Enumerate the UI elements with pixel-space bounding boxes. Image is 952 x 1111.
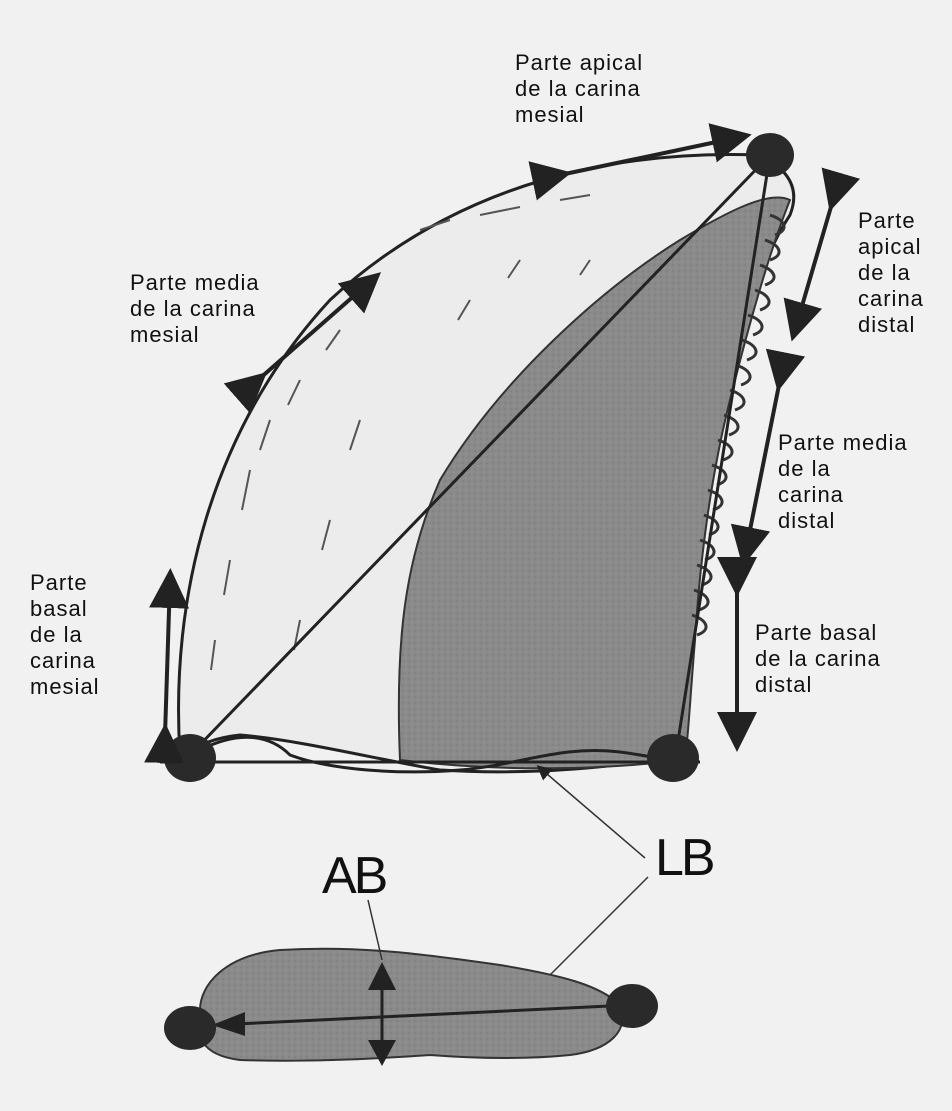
label-line: mesial bbox=[30, 674, 100, 700]
label-basal-mesial: Parte basal de la carina mesial bbox=[30, 570, 100, 700]
arrow-basal-mesial bbox=[165, 580, 170, 735]
label-line: de la bbox=[30, 622, 100, 648]
apex-node bbox=[746, 133, 794, 177]
label-line: mesial bbox=[515, 102, 643, 128]
label-line: Parte media bbox=[778, 430, 908, 456]
label-line: apical bbox=[858, 234, 924, 260]
distal-base-node bbox=[647, 734, 699, 782]
section-node-left bbox=[164, 1006, 216, 1050]
label-line: de la carina bbox=[130, 296, 260, 322]
label-line: de la carina bbox=[515, 76, 643, 102]
label-line: de la bbox=[778, 456, 908, 482]
label-line: mesial bbox=[130, 322, 260, 348]
label-line: de la carina bbox=[755, 646, 881, 672]
arrow-media-distal bbox=[745, 380, 780, 555]
label-lb: LB bbox=[655, 830, 713, 886]
label-line: de la bbox=[858, 260, 924, 286]
label-line: distal bbox=[755, 672, 881, 698]
label-ab: AB bbox=[322, 848, 385, 904]
label-line: distal bbox=[858, 312, 924, 338]
label-line: carina bbox=[858, 286, 924, 312]
label-line: carina bbox=[30, 648, 100, 674]
mesial-base-node bbox=[164, 734, 216, 782]
label-media-distal: Parte media de la carina distal bbox=[778, 430, 908, 534]
label-apical-mesial: Parte apical de la carina mesial bbox=[515, 50, 643, 128]
label-apical-distal: Parte apical de la carina distal bbox=[858, 208, 924, 338]
label-line: Parte bbox=[858, 208, 924, 234]
label-basal-distal: Parte basal de la carina distal bbox=[755, 620, 881, 698]
arrow-apical-distal bbox=[795, 200, 833, 330]
label-line: Parte bbox=[30, 570, 100, 596]
section-node-right bbox=[606, 984, 658, 1028]
label-line: distal bbox=[778, 508, 908, 534]
lb-pointer-upper bbox=[540, 768, 645, 858]
label-line: Parte media bbox=[130, 270, 260, 296]
label-line: basal bbox=[30, 596, 100, 622]
label-media-mesial: Parte media de la carina mesial bbox=[130, 270, 260, 348]
label-line: carina bbox=[778, 482, 908, 508]
label-line: Parte basal bbox=[755, 620, 881, 646]
label-line: Parte apical bbox=[515, 50, 643, 76]
